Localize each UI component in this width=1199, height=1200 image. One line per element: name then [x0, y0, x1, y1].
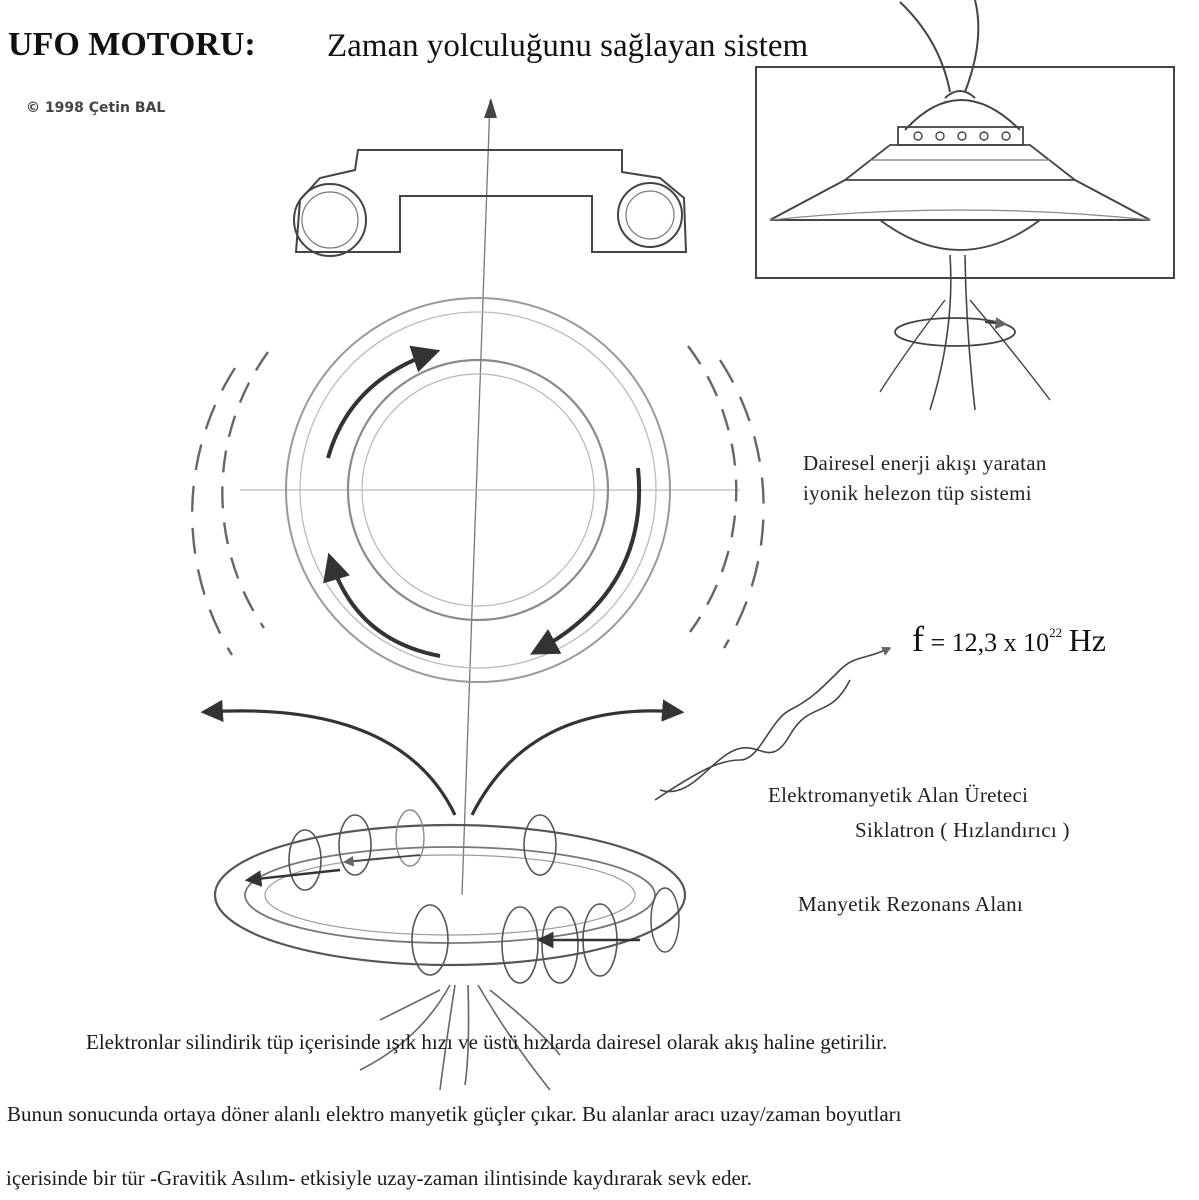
- label-em-generator: Elektromanyetik Alan Üreteci: [768, 783, 1029, 807]
- toroid-ring: [213, 809, 687, 984]
- description-line2: Bunun sonucunda ortaya döner alanlı elek…: [7, 1102, 902, 1126]
- label-siklatron: Siklatron ( Hızlandırıcı ): [855, 818, 1070, 842]
- em-wave: [654, 646, 892, 801]
- tube-cross-section: [293, 149, 688, 257]
- label-ionic-line2: iyonik helezon tüp sistemi: [803, 481, 1032, 505]
- emission-lines: [359, 984, 561, 1091]
- page-subtitle: Zaman yolculuğunu sağlayan sistem: [327, 28, 809, 64]
- rotation-arrows: [323, 345, 642, 658]
- frequency-exponent: 22: [1049, 625, 1063, 641]
- frequency-symbol: f: [912, 619, 924, 659]
- description-line1: Elektronlar silindirik tüp içerisinde ış…: [86, 1030, 888, 1054]
- central-axis: [461, 98, 497, 896]
- frequency-unit: Hz: [1068, 622, 1106, 658]
- label-ionic-line1: Dairesel enerji akışı yaratan: [803, 451, 1047, 475]
- label-magnetic-resonance: Manyetik Rezonans Alanı: [798, 892, 1024, 916]
- frequency-formula: f = 12,3 x 1022 Hz: [912, 618, 1106, 660]
- page-title: UFO MOTORU:: [8, 26, 256, 63]
- field-lines: [200, 699, 685, 816]
- copyright-notice: © 1998 Çetin BAL: [26, 100, 166, 116]
- frequency-value: = 12,3 x 10: [930, 628, 1050, 657]
- description-line3: içerisinde bir tür -Gravitik Asılım- etk…: [6, 1166, 752, 1190]
- top-view-disc: [191, 297, 765, 683]
- ufo-inset: [755, 0, 1175, 411]
